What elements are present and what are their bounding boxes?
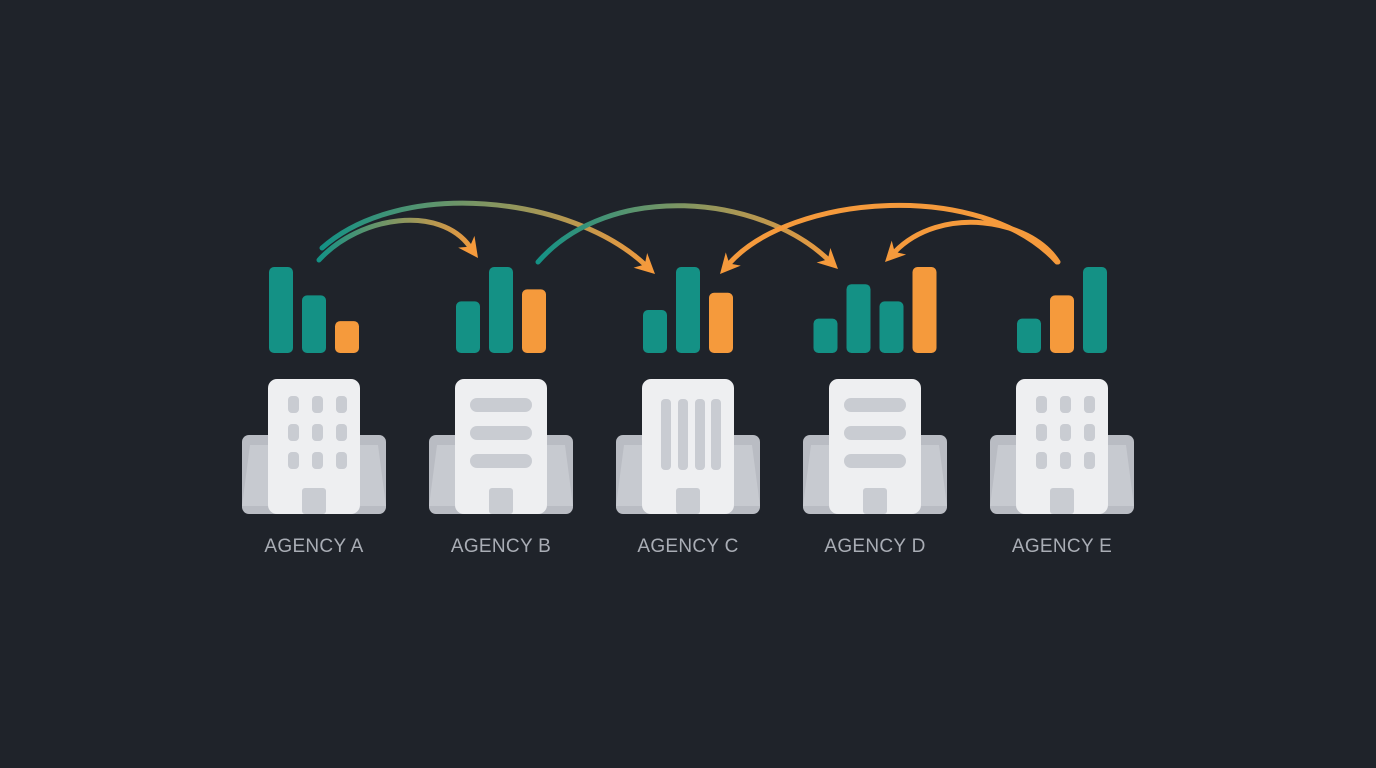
bar-groups bbox=[269, 267, 1107, 353]
bar-agency-e-1 bbox=[1017, 318, 1041, 353]
bar-group-agency-b bbox=[456, 267, 546, 353]
agency-label-a: AGENCY A bbox=[264, 536, 364, 557]
bar-agency-a-1 bbox=[269, 267, 293, 353]
arrowhead-icon bbox=[458, 235, 478, 258]
flow-arrows bbox=[316, 200, 1061, 274]
bar-agency-d-2 bbox=[846, 284, 871, 353]
bar-agency-c-2 bbox=[676, 267, 700, 353]
flow-arrow-e-to-d bbox=[885, 219, 1061, 265]
arrowhead-icon bbox=[720, 252, 741, 274]
bar-agency-e-2 bbox=[1050, 295, 1074, 353]
flow-arrow-a-to-b bbox=[316, 217, 478, 263]
agency-label-d: AGENCY D bbox=[824, 536, 926, 557]
office-building-horizontal-bands-icon bbox=[803, 379, 947, 514]
bar-agency-b-3 bbox=[522, 289, 546, 353]
bar-agency-c-1 bbox=[643, 310, 667, 353]
bar-agency-a-3 bbox=[335, 321, 359, 353]
bar-agency-d-1 bbox=[813, 318, 838, 353]
bar-agency-d-4 bbox=[912, 267, 937, 353]
bar-group-agency-e bbox=[1017, 267, 1107, 353]
building-icons bbox=[242, 379, 1134, 514]
bar-agency-b-2 bbox=[489, 267, 513, 353]
flow-arrow-b-to-d bbox=[535, 203, 838, 269]
flow-arrow-a-to-c bbox=[319, 200, 655, 274]
office-building-grid-windows-icon bbox=[242, 379, 386, 514]
flow-arrow-e-to-c bbox=[720, 202, 1060, 274]
arrowhead-icon bbox=[885, 240, 907, 262]
bar-group-agency-d bbox=[813, 267, 937, 353]
bar-agency-c-3 bbox=[709, 292, 733, 353]
bar-agency-a-2 bbox=[302, 295, 326, 353]
arrowhead-icon bbox=[816, 247, 838, 269]
office-building-horizontal-bands-icon bbox=[429, 379, 573, 514]
bar-agency-d-3 bbox=[879, 301, 904, 353]
bar-group-agency-c bbox=[643, 267, 733, 353]
bar-group-agency-a bbox=[269, 267, 359, 353]
bar-agency-b-1 bbox=[456, 301, 480, 353]
office-building-grid-windows-icon bbox=[990, 379, 1134, 514]
agency-label-b: AGENCY B bbox=[450, 536, 552, 557]
agency-label-c: AGENCY C bbox=[637, 536, 739, 557]
agency-label-e: AGENCY E bbox=[1011, 536, 1113, 557]
office-building-vertical-columns-icon bbox=[616, 379, 760, 514]
bar-agency-e-3 bbox=[1083, 267, 1107, 353]
arrowhead-icon bbox=[633, 253, 655, 274]
